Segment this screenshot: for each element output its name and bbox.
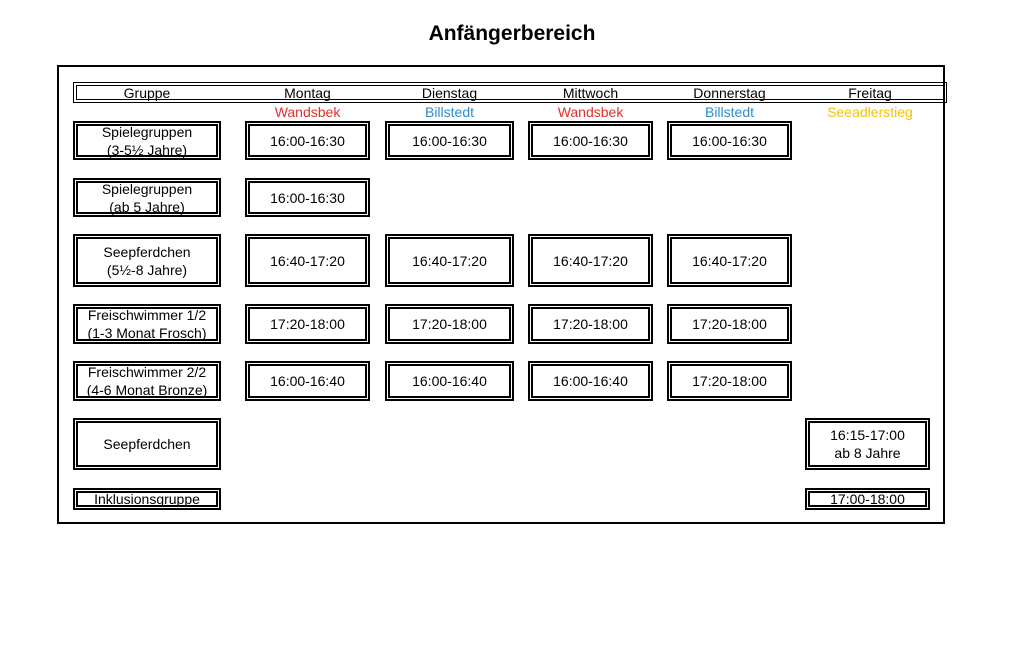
time-slot-cell: 16:00-16:30: [528, 121, 653, 160]
location-label: Wandsbek: [557, 104, 624, 120]
header-bar: [73, 82, 947, 103]
column-header-4: Donnerstag: [693, 85, 766, 101]
schedule-frame: [57, 65, 945, 524]
group-cell: Spielegruppen (3-5½ Jahre): [73, 121, 221, 160]
time-slot-cell: 17:20-18:00: [385, 304, 514, 344]
time-slot-cell: 17:20-18:00: [245, 304, 370, 344]
column-header-5: Freitag: [848, 85, 892, 101]
time-slot-cell: 16:40-17:20: [528, 234, 653, 287]
time-slot-cell: 17:20-18:00: [667, 304, 792, 344]
time-slot-cell: 16:40-17:20: [667, 234, 792, 287]
time-slot-cell: 17:00-18:00: [805, 488, 930, 510]
time-slot-cell: 16:15-17:00 ab 8 Jahre: [805, 418, 930, 470]
time-slot-cell: 16:00-16:30: [245, 121, 370, 160]
column-header-3: Mittwoch: [562, 85, 619, 101]
group-cell: Inklusionsgruppe: [73, 488, 221, 510]
group-cell: Freischwimmer 2/2 (4-6 Monat Bronze): [73, 361, 221, 401]
time-slot-cell: 16:00-16:40: [528, 361, 653, 401]
page-title: Anfängerbereich: [428, 22, 596, 45]
time-slot-cell: 16:00-16:30: [385, 121, 514, 160]
group-cell: Spielegruppen (ab 5 Jahre): [73, 178, 221, 217]
time-slot-cell: 17:20-18:00: [667, 361, 792, 401]
location-label: Wandsbek: [274, 104, 341, 120]
column-header-0: Gruppe: [123, 85, 171, 101]
time-slot-cell: 16:00-16:40: [385, 361, 514, 401]
time-slot-cell: 16:00-16:40: [245, 361, 370, 401]
time-slot-cell: 16:40-17:20: [385, 234, 514, 287]
column-header-1: Montag: [284, 85, 331, 101]
location-label: Billstedt: [704, 104, 755, 120]
column-header-2: Dienstag: [421, 85, 478, 101]
group-cell: Seepferdchen: [73, 418, 221, 470]
location-label: Seeadlerstieg: [827, 104, 913, 120]
time-slot-cell: 17:20-18:00: [528, 304, 653, 344]
group-cell: Freischwimmer 1/2 (1-3 Monat Frosch): [73, 304, 221, 344]
group-cell: Seepferdchen (5½-8 Jahre): [73, 234, 221, 287]
time-slot-cell: 16:00-16:30: [667, 121, 792, 160]
location-label: Billstedt: [424, 104, 475, 120]
time-slot-cell: 16:40-17:20: [245, 234, 370, 287]
time-slot-cell: 16:00-16:30: [245, 178, 370, 217]
